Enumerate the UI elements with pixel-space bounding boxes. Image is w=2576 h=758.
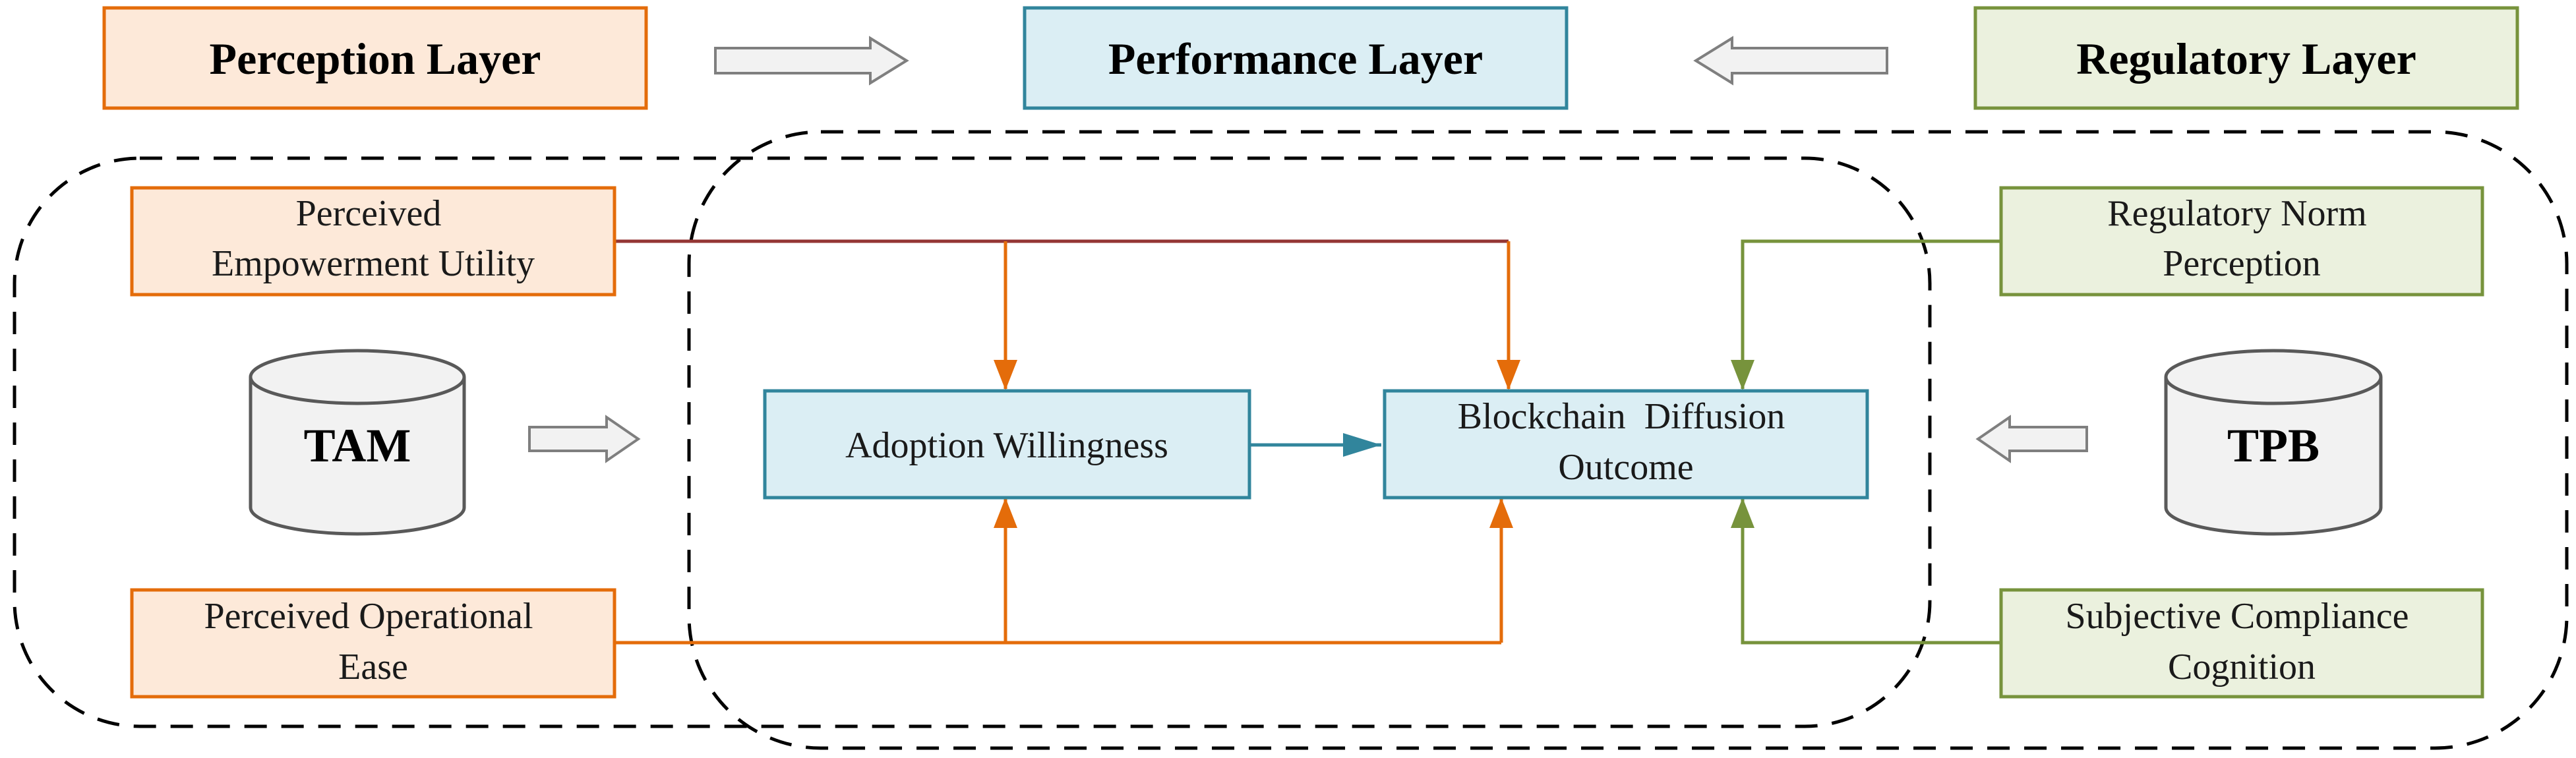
poe-label-line-1: Perceived Operational <box>204 596 533 637</box>
tpb-label: TPB <box>2227 419 2320 472</box>
scc-to-diffusion-arrow <box>1731 498 2001 645</box>
subjective-compliance-cognition-box: Subjective Compliance Cognition <box>1999 588 2484 699</box>
svg-text:Perceived Operational Ea: Perceived Operational Ease <box>204 596 542 687</box>
perception-layer-label: Perception Layer <box>210 34 541 84</box>
performance-layer-header: Performance Layer <box>1023 6 1569 110</box>
svg-text:Regulatory Norm Percepti: Regulatory Norm Perception <box>2107 193 2376 284</box>
regulatory-norm-perception-box: Regulatory Norm Perception <box>1999 186 2484 297</box>
rnp-label-line-2: Perception <box>2163 243 2320 284</box>
peu-label-line-1: Perceived <box>296 193 442 234</box>
poe-label-line-2: Ease <box>338 647 408 687</box>
tpb-group-outline <box>687 130 2569 750</box>
adoption-willingness-label: Adoption Willingness <box>845 425 1168 466</box>
blockchain-diffusion-outcome-box: Blockchain Diffusion Outcome <box>1383 389 1869 500</box>
tpb-database-icon: TPB <box>2164 349 2383 536</box>
bdo-label-line-1: Blockchain Diffusion <box>1458 396 1785 437</box>
tpb-block-arrow <box>1975 415 2088 463</box>
rnp-to-diffusion-arrow <box>1731 239 2001 390</box>
peu-label-line-2: Empowerment Utility <box>212 243 535 284</box>
svg-text:Subjective Compliance Co: Subjective Compliance Cognition <box>2066 596 2418 687</box>
tam-database-icon: TAM <box>249 349 466 536</box>
rnp-label-line-1: Regulatory Norm <box>2107 193 2366 234</box>
perceived-empowerment-utility-box: Perceived Empowerment Utility <box>130 186 616 297</box>
adoption-willingness-box: Adoption Willingness <box>763 389 1251 500</box>
svg-text:Blockchain Diffusion Ou: Blockchain Diffusion Outcome <box>1458 396 1795 488</box>
tam-block-arrow <box>528 415 641 463</box>
perception-layer-header: Perception Layer <box>102 6 648 110</box>
performance-layer-label: Performance Layer <box>1108 34 1483 84</box>
bdo-label-line-2: Outcome <box>1558 447 1693 488</box>
tam-label: TAM <box>304 419 411 472</box>
header-left-block-arrow <box>1693 36 1888 86</box>
header-right-block-arrow <box>714 36 909 86</box>
scc-label-line-1: Subjective Compliance <box>2066 596 2409 637</box>
regulatory-layer-header: Regulatory Layer <box>1973 6 2519 110</box>
tam-group-outline <box>13 156 1932 728</box>
scc-label-line-2: Cognition <box>2168 647 2316 687</box>
regulatory-layer-label: Regulatory Layer <box>2076 34 2416 84</box>
svg-text:Perceived Empowerment Ut: Perceived Empowerment Utility <box>212 193 535 284</box>
perceived-operational-ease-box: Perceived Operational Ease <box>130 588 616 699</box>
